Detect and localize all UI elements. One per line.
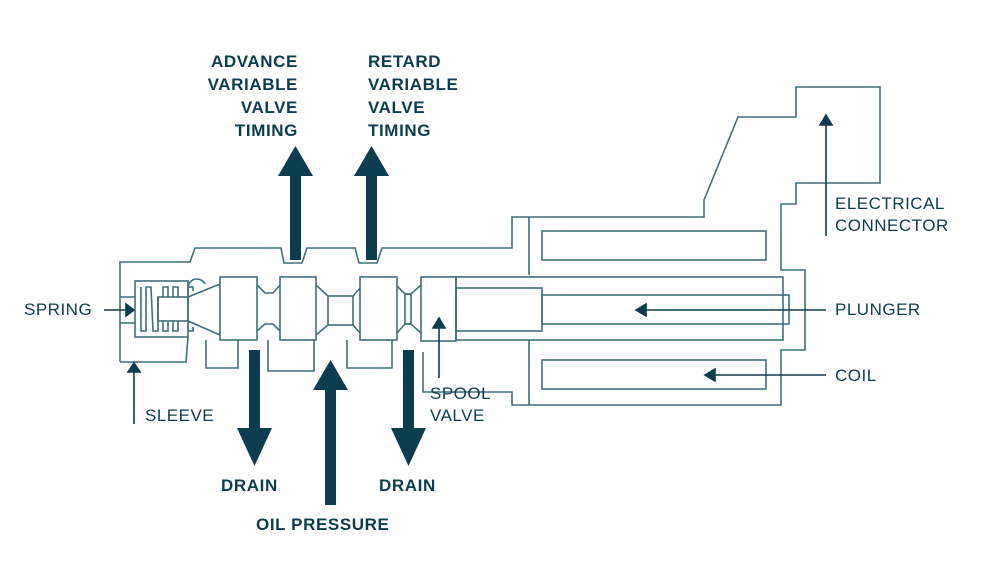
label-coil: COIL [835,366,877,385]
housing-outline [119,86,881,406]
spool-land-1 [219,276,258,341]
label-spring: SPRING [24,300,93,319]
label-retard-line: VARIABLE [368,75,459,94]
label-plunger: PLUNGER [835,300,921,319]
spool-neck-2 [327,295,354,326]
label-sleeve: SLEEVE [145,406,215,425]
leader-spool-valve [431,316,447,378]
label-spool-valve: SPOOL VALVE [430,383,491,427]
label-drain-left: DRAIN [221,476,278,495]
leader-spring [104,302,136,318]
arrow-oil-pressure [313,360,348,505]
label-electrical-connector: ELECTRICAL CONNECTOR [835,193,949,237]
housing-lower-steps [205,340,393,372]
spool-neck-2-taper [315,284,361,336]
spool-cone [187,278,221,336]
spool-neck-3-taper [396,284,422,334]
leader-coil [703,367,826,383]
label-retard-line: RETARD [368,52,442,71]
spool-land-3 [359,276,398,341]
spring-chamber [134,280,189,338]
spool-neck-3 [404,293,412,325]
label-oil-pressure: OIL PRESSURE [256,515,390,534]
arrow-drain-right [391,350,426,466]
leader-electrical-connector [818,113,834,236]
sleeve-inner [120,296,189,363]
spool-stem [157,296,189,322]
label-advance-line: ADVANCE [210,52,298,71]
spool-land-2 [279,276,317,341]
leader-sleeve [126,361,142,424]
label-spool-valve-line: SPOOL [430,384,492,403]
label-advance-line: VALVE [240,98,298,117]
plunger [455,287,543,332]
label-electrical-connector-line: CONNECTOR [835,216,949,235]
leader-plunger [634,302,826,318]
label-spool-valve-line: VALVE [430,406,485,425]
spring-coil [140,286,194,332]
label-retard: RETARD VARIABLE VALVE TIMING [368,50,458,142]
coil-upper [541,230,767,261]
arrow-retard [354,146,389,260]
label-retard-line: TIMING [368,121,432,140]
arrow-drain-left [237,350,272,466]
label-advance-line: TIMING [234,121,298,140]
label-advance-line: VARIABLE [207,75,298,94]
label-drain-right: DRAIN [379,476,436,495]
label-advance: ADVANCE VARIABLE VALVE TIMING [170,50,298,142]
label-electrical-connector-line: ELECTRICAL [835,194,945,213]
spool-neck-1 [256,284,281,332]
label-retard-line: VALVE [368,98,426,117]
arrow-advance [278,146,313,260]
